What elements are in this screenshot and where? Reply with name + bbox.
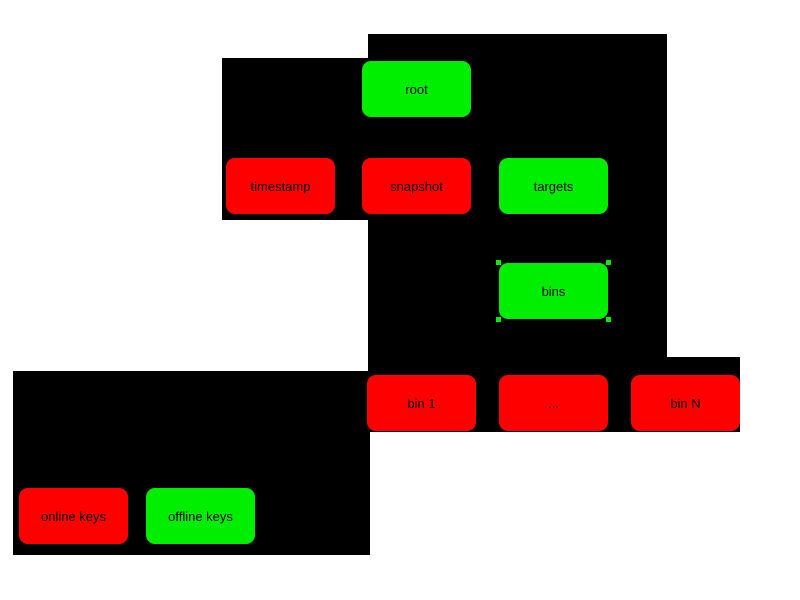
- node-targets-label: targets: [533, 178, 574, 194]
- node-offline-keys[interactable]: offline keys: [146, 488, 255, 544]
- node-bin-n[interactable]: bin N: [631, 375, 740, 431]
- node-root[interactable]: root: [362, 61, 471, 117]
- node-root-label: root: [405, 81, 428, 97]
- node-snapshot[interactable]: snapshot: [362, 158, 471, 214]
- node-bin-1[interactable]: bin 1: [367, 375, 476, 431]
- node-targets[interactable]: targets: [499, 158, 608, 214]
- node-online-keys[interactable]: online keys: [19, 488, 128, 544]
- selection-handle-bl-icon[interactable]: [496, 317, 501, 322]
- selection-handle-tl-icon[interactable]: [496, 260, 501, 265]
- node-bins[interactable]: bins: [496, 260, 611, 322]
- node-bin-ellipsis-label: ...: [548, 395, 559, 411]
- node-bin-n-label: bin N: [670, 395, 701, 411]
- node-bin-ellipsis[interactable]: ...: [499, 375, 608, 431]
- node-bin-1-label: bin 1: [407, 395, 436, 411]
- node-timestamp-label: timestamp: [250, 178, 311, 194]
- selection-handle-tr-icon[interactable]: [606, 260, 611, 265]
- selection-handle-br-icon[interactable]: [606, 317, 611, 322]
- node-online-keys-label: online keys: [40, 508, 107, 524]
- node-snapshot-label: snapshot: [390, 178, 443, 194]
- node-bins-label: bins: [541, 283, 566, 299]
- node-timestamp[interactable]: timestamp: [226, 158, 335, 214]
- node-offline-keys-label: offline keys: [168, 508, 233, 524]
